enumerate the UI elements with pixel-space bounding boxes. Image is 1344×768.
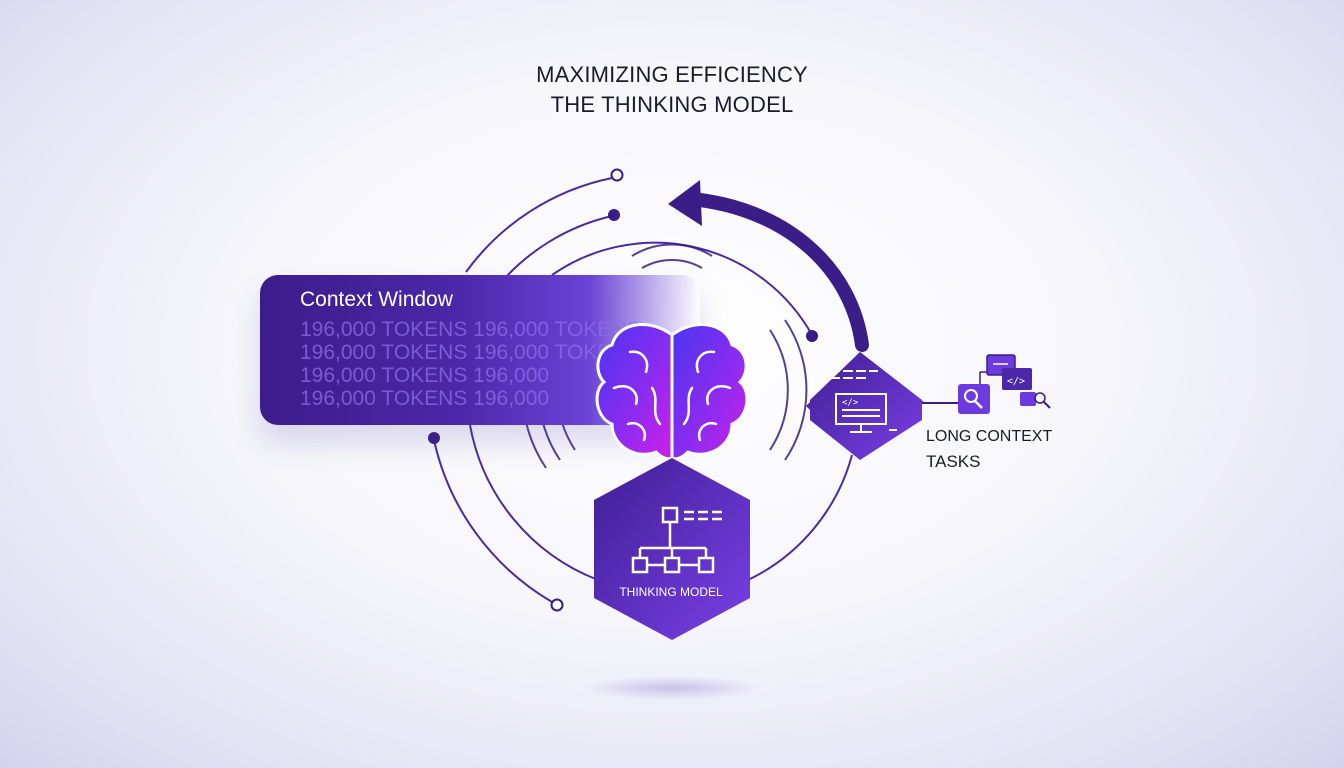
floor-shadow [582,676,762,700]
token-line-2: 196,000 TOKENS 196,000 TOKENS [300,341,641,364]
context-window-title: Context Window [300,288,453,311]
thinking-model-label: THINKING MODEL [619,585,723,599]
token-line-1: 196,000 TOKENS 196,000 TOKENS [300,318,641,341]
token-line-4: 196,000 TOKENS 196,000 [300,387,550,410]
title-line-1: MAXIMIZING EFFICIENCY [536,62,808,87]
return-arrow-icon [668,180,869,352]
node-left [428,432,440,444]
node-bottom-left [550,598,564,612]
orbit-nodes [428,168,818,612]
inner-arc-right [747,454,853,581]
context-window-panel: Context Window 196,000 TOKENS 196,000 TO… [260,275,700,425]
token-lines: 196,000 TOKENS 196,000 TOKENS 196,000 TO… [300,318,641,410]
outer-arc-left [433,439,553,603]
tasks-label: TASKS [926,452,981,471]
long-context-label: LONG CONTEXT [926,428,1053,445]
node-top-outer [610,168,624,182]
outer-arc-top [465,177,613,273]
mid-arc-left [469,424,599,581]
node-top-inner [608,209,620,221]
token-line-3: 196,000 TOKENS 196,000 [300,364,550,387]
orbit-lines [433,177,853,603]
title-line-2: THE THINKING MODEL [550,92,794,117]
mid-arc-top [497,215,613,287]
node-right [806,330,818,342]
